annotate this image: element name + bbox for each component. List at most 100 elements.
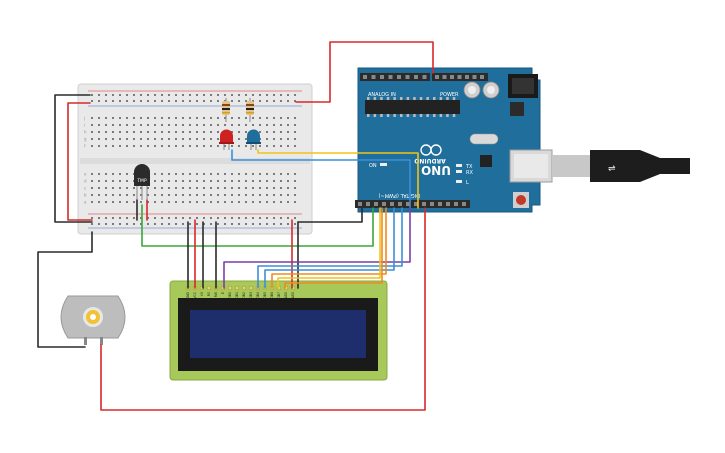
breadboard-hole[interactable]	[266, 201, 268, 203]
breadboard-hole[interactable]	[154, 180, 156, 182]
breadboard-hole[interactable]	[154, 187, 156, 189]
breadboard-hole[interactable]	[91, 131, 93, 133]
breadboard-hole[interactable]	[147, 124, 149, 126]
breadboard-hole[interactable]	[252, 100, 254, 102]
breadboard-hole[interactable]	[112, 124, 114, 126]
breadboard-hole[interactable]	[112, 201, 114, 203]
breadboard-hole[interactable]	[168, 100, 170, 102]
breadboard-hole[interactable]	[98, 223, 100, 225]
breadboard-hole[interactable]	[294, 173, 296, 175]
breadboard-hole[interactable]	[168, 194, 170, 196]
breadboard-hole[interactable]	[133, 138, 135, 140]
breadboard-hole[interactable]	[168, 180, 170, 182]
analog-header-hole[interactable]	[422, 75, 427, 79]
breadboard-hole[interactable]	[133, 124, 135, 126]
breadboard-hole[interactable]	[210, 145, 212, 147]
breadboard-hole[interactable]	[224, 201, 226, 203]
breadboard-hole[interactable]	[126, 145, 128, 147]
breadboard-hole[interactable]	[189, 223, 191, 225]
breadboard-hole[interactable]	[98, 201, 100, 203]
breadboard-hole[interactable]	[168, 145, 170, 147]
breadboard-hole[interactable]	[105, 187, 107, 189]
breadboard-hole[interactable]	[203, 100, 205, 102]
breadboard-hole[interactable]	[231, 131, 233, 133]
breadboard-hole[interactable]	[210, 131, 212, 133]
breadboard-hole[interactable]	[266, 194, 268, 196]
breadboard-hole[interactable]	[280, 173, 282, 175]
breadboard-hole[interactable]	[112, 223, 114, 225]
breadboard-hole[interactable]	[175, 145, 177, 147]
digital-header-hole[interactable]	[374, 202, 378, 206]
breadboard-hole[interactable]	[175, 94, 177, 96]
breadboard-hole[interactable]	[245, 94, 247, 96]
breadboard-hole[interactable]	[112, 117, 114, 119]
breadboard-hole[interactable]	[294, 217, 296, 219]
breadboard-hole[interactable]	[175, 180, 177, 182]
breadboard-hole[interactable]	[189, 145, 191, 147]
breadboard-hole[interactable]	[203, 131, 205, 133]
breadboard-hole[interactable]	[189, 138, 191, 140]
digital-header-hole[interactable]	[454, 202, 458, 206]
breadboard-hole[interactable]	[287, 124, 289, 126]
breadboard-hole[interactable]	[224, 94, 226, 96]
breadboard-hole[interactable]	[147, 131, 149, 133]
breadboard-hole[interactable]	[196, 131, 198, 133]
breadboard-hole[interactable]	[105, 173, 107, 175]
breadboard-hole[interactable]	[266, 131, 268, 133]
breadboard-hole[interactable]	[126, 180, 128, 182]
breadboard-hole[interactable]	[224, 124, 226, 126]
breadboard-hole[interactable]	[203, 223, 205, 225]
breadboard-hole[interactable]	[168, 131, 170, 133]
breadboard-hole[interactable]	[126, 124, 128, 126]
breadboard-hole[interactable]	[119, 100, 121, 102]
breadboard-hole[interactable]	[140, 94, 142, 96]
breadboard-hole[interactable]	[168, 201, 170, 203]
breadboard-hole[interactable]	[98, 94, 100, 96]
breadboard-hole[interactable]	[287, 194, 289, 196]
breadboard-hole[interactable]	[147, 145, 149, 147]
lcd-pin-hole[interactable]	[206, 285, 212, 291]
digital-header-hole[interactable]	[422, 202, 426, 206]
breadboard-hole[interactable]	[161, 131, 163, 133]
breadboard-hole[interactable]	[294, 187, 296, 189]
breadboard-hole[interactable]	[105, 138, 107, 140]
breadboard-hole[interactable]	[112, 100, 114, 102]
breadboard-hole[interactable]	[161, 217, 163, 219]
breadboard-hole[interactable]	[133, 145, 135, 147]
breadboard-hole[interactable]	[217, 138, 219, 140]
breadboard-hole[interactable]	[161, 145, 163, 147]
breadboard-hole[interactable]	[98, 173, 100, 175]
breadboard-hole[interactable]	[266, 138, 268, 140]
breadboard-hole[interactable]	[126, 223, 128, 225]
breadboard-hole[interactable]	[203, 117, 205, 119]
breadboard-hole[interactable]	[112, 138, 114, 140]
breadboard-hole[interactable]	[98, 194, 100, 196]
breadboard-hole[interactable]	[126, 173, 128, 175]
breadboard-hole[interactable]	[98, 180, 100, 182]
breadboard-hole[interactable]	[224, 180, 226, 182]
breadboard-hole[interactable]	[175, 187, 177, 189]
breadboard-hole[interactable]	[231, 223, 233, 225]
breadboard-hole[interactable]	[238, 124, 240, 126]
breadboard-hole[interactable]	[231, 187, 233, 189]
breadboard-hole[interactable]	[168, 173, 170, 175]
breadboard-hole[interactable]	[210, 194, 212, 196]
breadboard-hole[interactable]	[245, 131, 247, 133]
breadboard-hole[interactable]	[217, 145, 219, 147]
breadboard-hole[interactable]	[133, 100, 135, 102]
digital-header-hole[interactable]	[430, 202, 434, 206]
breadboard-hole[interactable]	[154, 217, 156, 219]
breadboard-hole[interactable]	[238, 173, 240, 175]
breadboard-hole[interactable]	[189, 117, 191, 119]
breadboard-hole[interactable]	[273, 180, 275, 182]
breadboard-hole[interactable]	[126, 194, 128, 196]
breadboard-hole[interactable]	[168, 217, 170, 219]
breadboard-hole[interactable]	[133, 187, 135, 189]
breadboard-hole[interactable]	[203, 180, 205, 182]
breadboard-hole[interactable]	[287, 117, 289, 119]
analog-header-hole[interactable]	[388, 75, 393, 79]
breadboard-hole[interactable]	[91, 173, 93, 175]
breadboard-hole[interactable]	[259, 223, 261, 225]
breadboard-hole[interactable]	[287, 217, 289, 219]
digital-header-hole[interactable]	[406, 202, 410, 206]
